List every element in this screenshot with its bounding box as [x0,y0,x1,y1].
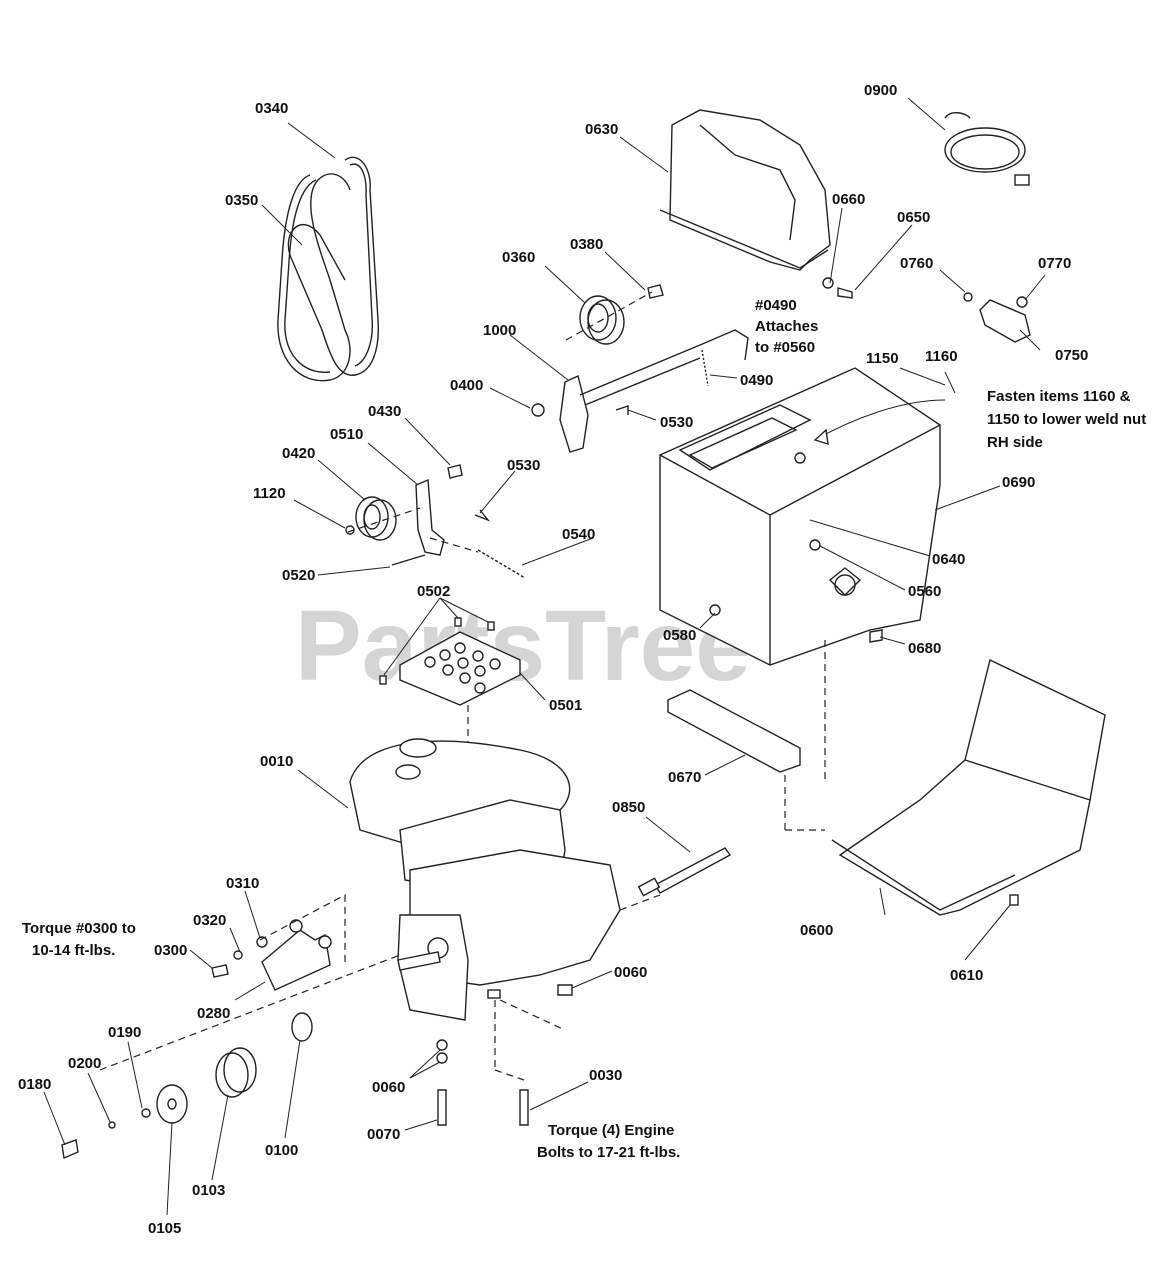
label-0530-lower: 0530 [507,457,540,474]
note-torque300-line1: Torque #0300 to [22,920,136,937]
label-1120: 1120 [253,485,286,502]
label-0490: 0490 [740,372,773,389]
label-0070: 0070 [367,1126,400,1143]
note-fasten-line2: 1150 to lower weld nut [987,411,1146,428]
label-0530-upper: 0530 [660,414,693,431]
label-0770: 0770 [1038,255,1071,272]
idler-assembly [345,464,526,579]
label-0502: 0502 [417,583,450,600]
crank-pulleys [61,954,401,1159]
label-0310: 0310 [226,875,259,892]
label-0760: 0760 [900,255,933,272]
label-0650: 0650 [897,209,930,226]
label-0430: 0430 [368,403,401,420]
pulley-0360 [565,284,664,345]
label-0320: 0320 [193,912,226,929]
label-0600: 0600 [800,922,833,939]
label-0540: 0540 [562,526,595,543]
small-hardware-0650 [822,277,853,299]
note-torque-engine-line2: Bolts to 17-21 ft-lbs. [537,1144,680,1161]
engine-bolts [436,984,573,1126]
handle-bracket-0280 [211,894,346,991]
label-0105: 0105 [148,1220,181,1237]
label-0030: 0030 [589,1067,622,1084]
label-0060-bottom: 0060 [372,1079,405,1096]
lever-assembly [531,329,749,453]
label-0280: 0280 [197,1005,230,1022]
label-0340: 0340 [255,100,288,117]
cover-part [659,109,831,271]
leader-lines [43,97,1046,1216]
shaft-0850 [637,847,732,897]
label-0200: 0200 [68,1055,101,1072]
label-0060-right: 0060 [614,964,647,981]
label-0510: 0510 [330,426,363,443]
cord-part [944,112,1030,186]
label-1160: 1160 [925,348,958,365]
note-fasten-line3: RH side [987,434,1043,451]
part-labels: 0340 0350 0630 0900 0660 0650 0760 0770 … [18,82,1088,1237]
note-attach-line1: #0490 [755,297,797,314]
note-torque-engine-line1: Torque (4) Engine [548,1122,674,1139]
note-fasten-line1: Fasten items 1160 & [987,388,1131,405]
label-0850: 0850 [612,799,645,816]
label-0010: 0010 [260,753,293,770]
label-0360: 0360 [502,249,535,266]
label-0560: 0560 [908,583,941,600]
label-1150: 1150 [866,350,899,367]
label-0640: 0640 [932,551,965,568]
label-0350: 0350 [225,192,258,209]
notes: #0490 Attaches to #0560 Fasten items 116… [22,297,1146,1161]
frame-0690 [659,367,946,666]
label-0610: 0610 [950,967,983,984]
label-0680: 0680 [908,640,941,657]
label-0420: 0420 [282,445,315,462]
engine-0010 [349,738,661,1021]
label-0380: 0380 [570,236,603,253]
label-0580: 0580 [663,627,696,644]
label-0100: 0100 [265,1142,298,1159]
note-torque300-line2: 10-14 ft-lbs. [32,942,115,959]
label-0670: 0670 [668,769,701,786]
label-0190: 0190 [108,1024,141,1041]
label-0660: 0660 [832,191,865,208]
label-0300: 0300 [154,942,187,959]
shield-0600 [667,640,1106,916]
label-0180: 0180 [18,1076,51,1093]
label-0103: 0103 [192,1182,225,1199]
label-1000: 1000 [483,322,516,339]
label-0690: 0690 [1002,474,1035,491]
note-attach-line3: to #0560 [755,339,815,356]
label-0630: 0630 [585,121,618,138]
label-0501: 0501 [549,697,582,714]
label-0900: 0900 [864,82,897,99]
note-attach-line2: Attaches [755,318,818,335]
belts [277,156,379,382]
label-0400: 0400 [450,377,483,394]
bracket-0750 [963,292,1031,343]
label-0750: 0750 [1055,347,1088,364]
label-0520: 0520 [282,567,315,584]
